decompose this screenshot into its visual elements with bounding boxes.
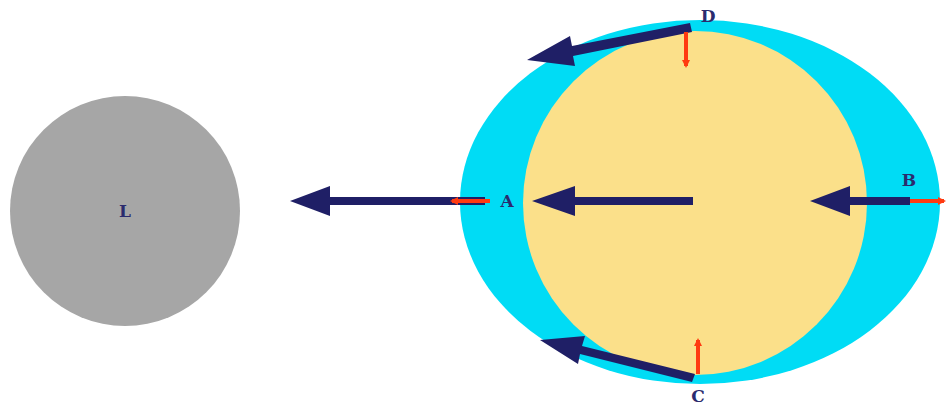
point-label: C	[691, 388, 705, 405]
point-label: A	[500, 193, 513, 210]
node-label: L	[119, 203, 131, 220]
ocean-bulge	[460, 20, 940, 384]
tidal-arrows	[452, 32, 944, 374]
gravity-arrows	[290, 23, 910, 382]
point-label: B	[902, 172, 916, 189]
moon-circle: L	[10, 96, 240, 326]
point-label: D	[701, 8, 716, 25]
